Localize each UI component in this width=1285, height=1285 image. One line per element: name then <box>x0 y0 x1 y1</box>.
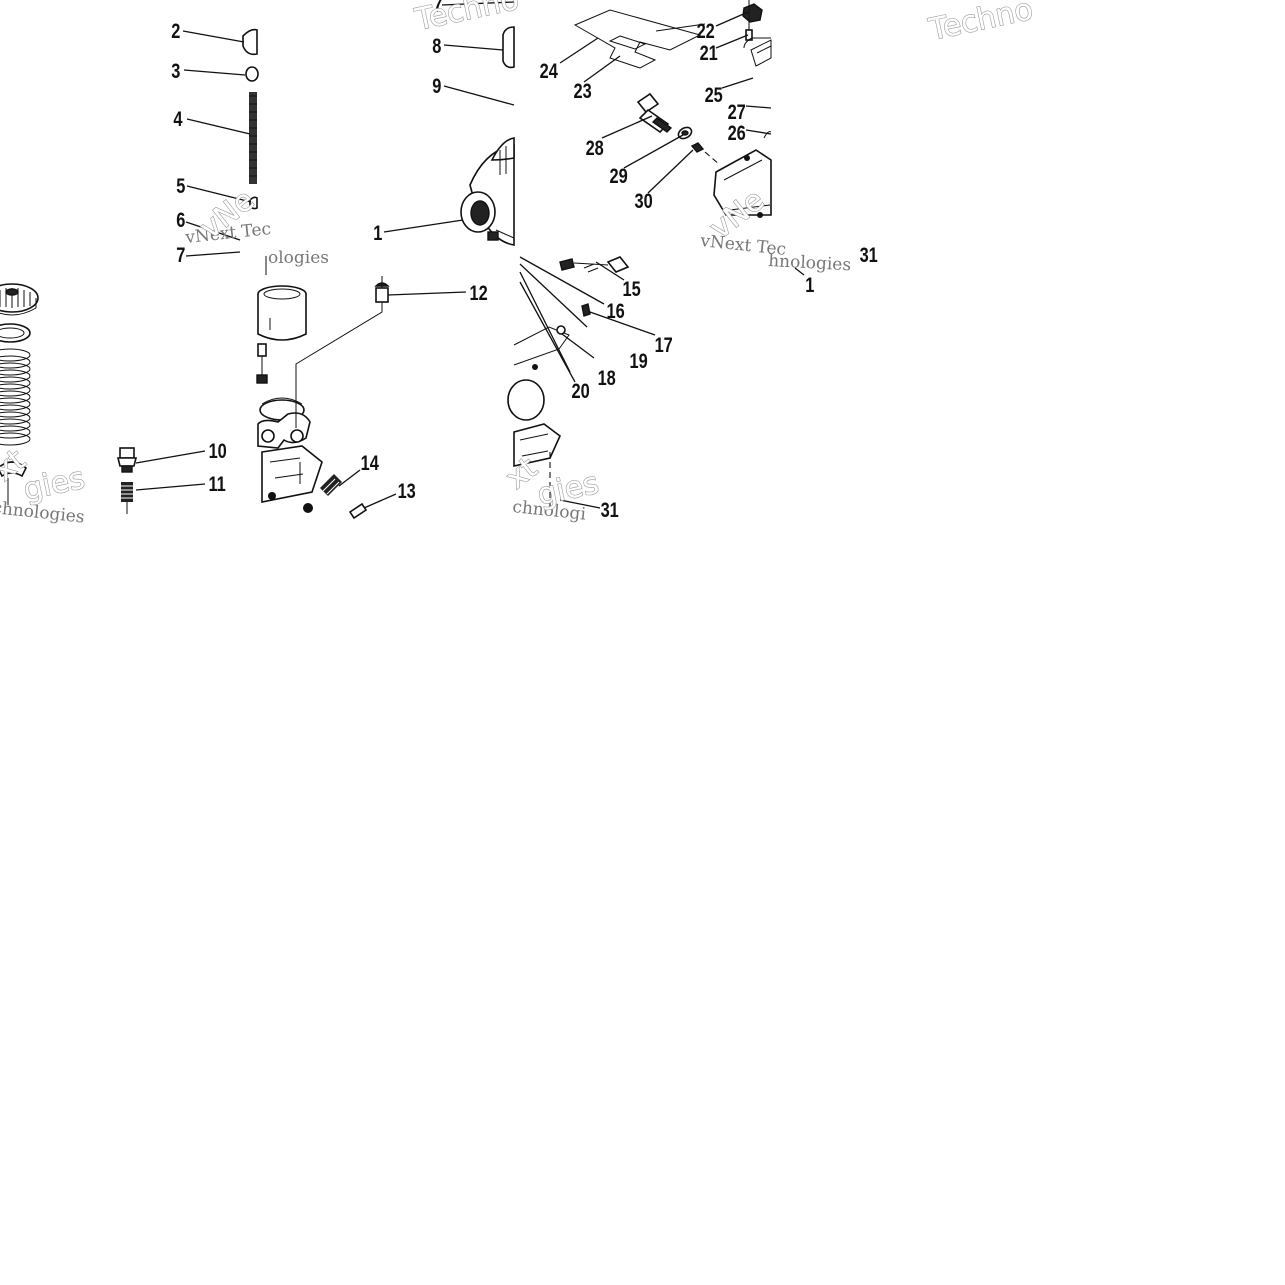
callout-15: 15 <box>623 277 641 300</box>
callout-28: 28 <box>586 136 604 159</box>
float-bowl <box>713 149 772 218</box>
callout-10: 10 <box>209 439 227 462</box>
tile-top-left: 2 3 4 5 6 7 vNext Tec vNe <box>171 19 272 266</box>
part-9-throttle-slide <box>257 285 307 341</box>
part-5-plate <box>249 196 258 210</box>
callout-5: 5 <box>176 174 185 197</box>
part-3-washer <box>245 66 259 82</box>
watermark-ologies: ologies <box>268 248 329 268</box>
callout-17: 17 <box>655 333 673 356</box>
callout-24: 24 <box>540 59 559 82</box>
tile-top-middle: 7 8 9 1 Techno <box>373 0 523 246</box>
callout-31: 31 <box>601 498 619 521</box>
part-8-cylinder <box>502 26 515 69</box>
callout-30: 30 <box>635 189 653 212</box>
watermark-hnologies: hnologies <box>768 251 852 275</box>
callout-16: 16 <box>607 299 625 322</box>
callout-2: 2 <box>171 19 180 42</box>
callout-27: 27 <box>728 100 746 123</box>
callout-22: 22 <box>697 19 715 42</box>
part-3-washer-large <box>0 323 31 343</box>
callout-7: 7 <box>176 243 185 266</box>
part-10-fitting <box>116 447 138 473</box>
part-15-screw <box>559 256 630 273</box>
carburetor-body-lower <box>257 397 323 513</box>
callout-18: 18 <box>598 366 616 389</box>
callout-20: 20 <box>572 379 590 402</box>
part-22-nut <box>742 3 763 23</box>
part-16-pin <box>581 303 591 317</box>
part-2-cap <box>242 28 258 56</box>
callout-7-top: 7 <box>433 0 442 16</box>
gasket-plate <box>513 326 570 366</box>
part-6-needle <box>256 343 268 384</box>
part-13-screw <box>348 502 368 520</box>
watermark-techno-2: Techno <box>925 0 1036 48</box>
part-2-knurled-cap <box>0 283 39 316</box>
tile-bottom-right: 15 16 17 19 18 20 31 chnologi gies xt <box>499 256 673 525</box>
callout-12: 12 <box>470 281 488 304</box>
callout-31-partial: 31 <box>860 243 878 266</box>
callout-14: 14 <box>361 451 380 474</box>
part-28-bolt <box>636 92 673 134</box>
part-5-plate-large <box>0 461 27 478</box>
tile-far-right: hnologies 31 1 Techno <box>768 0 1037 296</box>
callout-11: 11 <box>208 472 225 495</box>
callout-9: 9 <box>432 74 441 97</box>
callout-26: 26 <box>728 121 746 144</box>
part-30-jet <box>690 142 705 153</box>
callout-19: 19 <box>630 349 648 372</box>
part-23-24-gasket <box>573 9 702 69</box>
part-14-spring <box>320 474 342 498</box>
diaphragm <box>507 379 545 421</box>
callout-3: 3 <box>171 59 180 82</box>
callout-29: 29 <box>610 164 628 187</box>
callout-8: 8 <box>432 34 441 57</box>
tile-bottom-middle: ologies <box>256 248 488 520</box>
callout-25: 25 <box>705 83 723 106</box>
callout-13: 13 <box>398 479 416 502</box>
callout-6: 6 <box>176 208 185 231</box>
part-4-spring <box>249 92 257 184</box>
part-4-spring-large <box>0 348 31 446</box>
part-25-gasket <box>750 39 772 67</box>
part-11-spring <box>121 482 133 502</box>
watermark-gies-big: gies <box>20 461 87 508</box>
carburetor-body <box>460 137 515 246</box>
callout-4: 4 <box>173 107 183 130</box>
callout-1-bottom: 1 <box>805 273 814 296</box>
callout-1: 1 <box>373 221 382 244</box>
tile-bottom-left: 10 11 chnologies gies xt <box>0 283 227 528</box>
callout-21: 21 <box>700 41 718 64</box>
callout-23: 23 <box>574 79 592 102</box>
tile-top-right: 24 23 28 29 30 22 21 25 27 26 vNext Tec … <box>540 0 787 260</box>
